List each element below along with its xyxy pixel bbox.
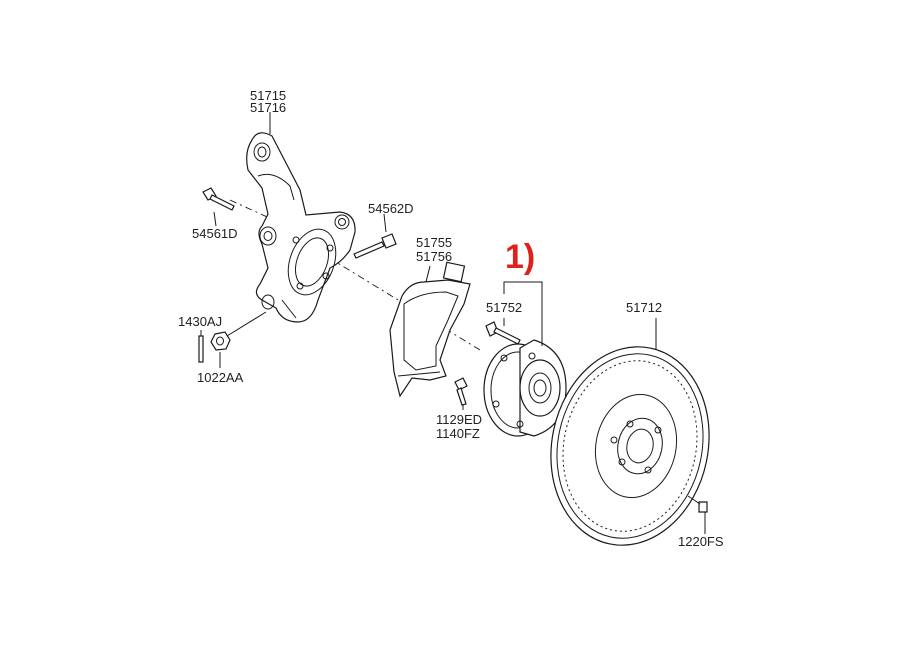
screw-1129ed bbox=[454, 377, 468, 406]
callout-1: 1) bbox=[505, 238, 535, 276]
label-51756: 51756 bbox=[416, 249, 452, 264]
part-labels: 51715 51716 54561D 54562D 51755 51756 51… bbox=[178, 88, 724, 549]
label-51755: 51755 bbox=[416, 235, 452, 250]
label-54561d: 54561D bbox=[192, 226, 238, 241]
label-1140fz: 1140FZ bbox=[436, 426, 480, 441]
label-1022aa: 1022AA bbox=[197, 370, 244, 385]
label-51716: 51716 bbox=[250, 100, 286, 115]
nut-leader bbox=[226, 311, 267, 337]
label-51712: 51712 bbox=[626, 300, 662, 315]
label-54562d: 54562D bbox=[368, 201, 414, 216]
hub-bolt-51752 bbox=[485, 321, 521, 345]
steering-knuckle bbox=[246, 132, 356, 323]
screw-1220fs bbox=[687, 495, 708, 513]
label-1220fs: 1220FS bbox=[678, 534, 724, 549]
brake-disc bbox=[550, 346, 710, 546]
bolt-54561d bbox=[202, 187, 235, 211]
nut-1022aa bbox=[210, 331, 231, 351]
label-1129ed: 1129ED bbox=[436, 412, 482, 427]
pin-1430aj bbox=[198, 335, 204, 363]
label-51715: 51715 bbox=[250, 88, 286, 103]
label-1430aj: 1430AJ bbox=[178, 314, 222, 329]
label-51752: 51752 bbox=[486, 300, 522, 315]
dust-cover bbox=[389, 261, 471, 398]
bolt-54562d bbox=[353, 233, 397, 259]
leader-lines bbox=[200, 112, 706, 534]
hub-bearing bbox=[483, 339, 567, 437]
